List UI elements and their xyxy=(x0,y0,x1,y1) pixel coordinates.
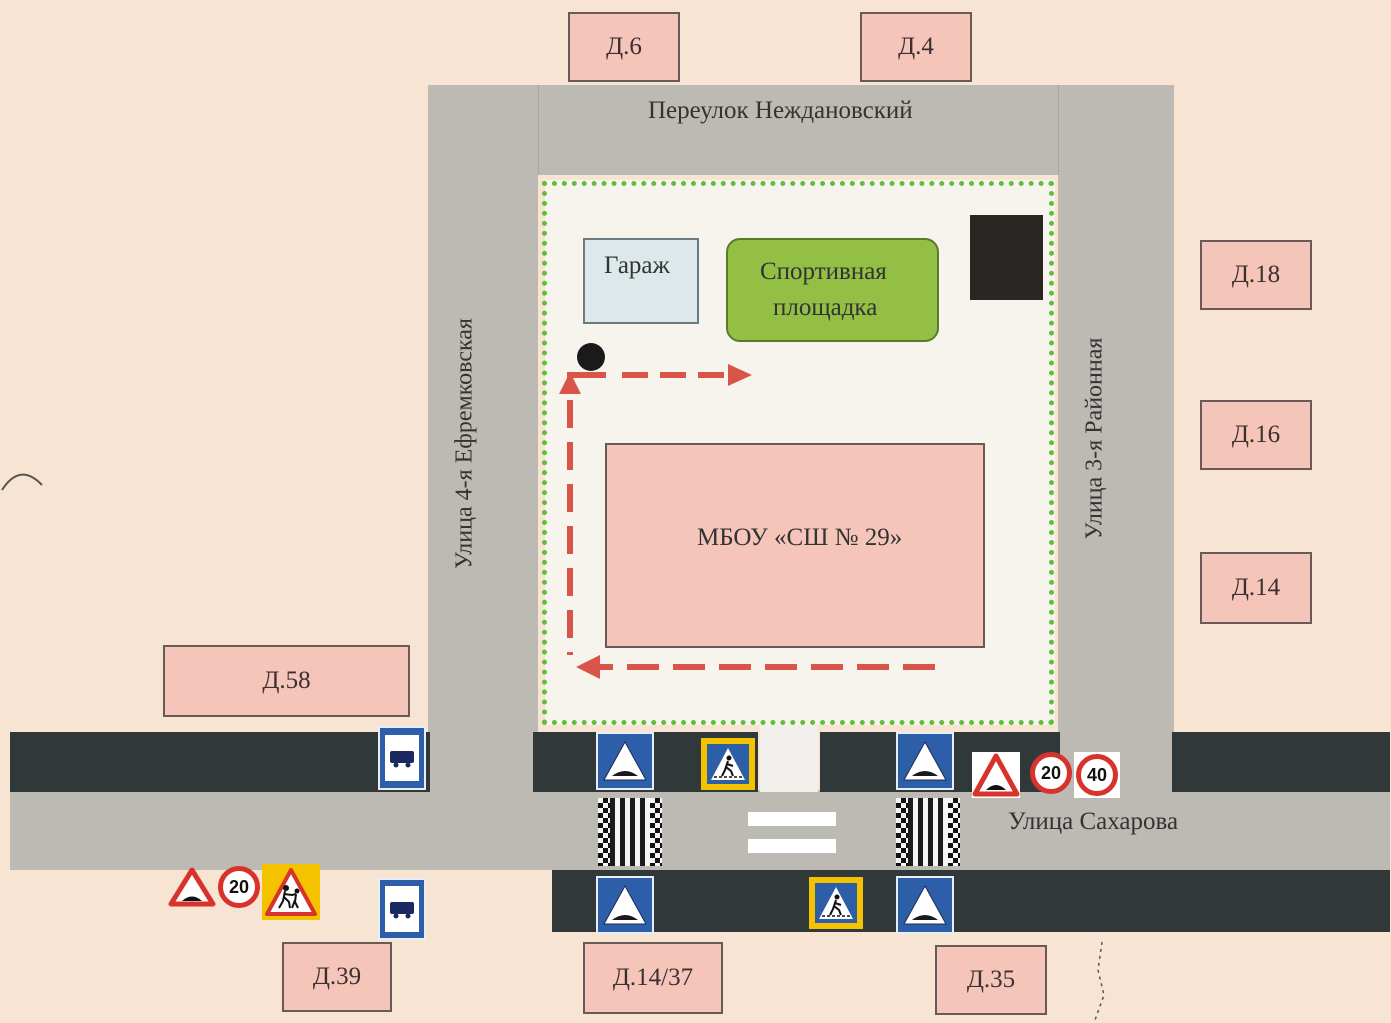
house-d4: Д.4 xyxy=(860,12,972,82)
house-d16: Д.16 xyxy=(1200,400,1312,470)
street-label-right: Улица 3-я Районная xyxy=(1081,337,1108,540)
crosswalk-left-edge-a xyxy=(598,798,610,866)
dark-lane-upper-left xyxy=(10,732,430,792)
speed-bump-sign-icon xyxy=(596,732,654,790)
route-arrow-right-icon xyxy=(728,364,752,386)
crosswalk-right-edge-b xyxy=(948,798,960,866)
bump-warning-triangle-icon xyxy=(168,867,216,907)
school-zebra-crossing xyxy=(748,812,836,866)
house-d18: Д.18 xyxy=(1200,240,1312,310)
crosswalk-right xyxy=(908,798,948,866)
road-edge-line xyxy=(538,85,539,175)
children-warning-sign-icon xyxy=(262,864,320,920)
house-d1437: Д.14/37 xyxy=(583,942,723,1014)
scan-artifact xyxy=(1094,941,1105,1021)
speed-limit-40-sign: 40 xyxy=(1076,754,1118,796)
street-label-left: Улица 4-я Ефремковская xyxy=(451,318,478,569)
house-d39: Д.39 xyxy=(282,942,392,1012)
garage-building xyxy=(583,238,699,324)
speed-limit-20-sign: 20 xyxy=(218,866,260,908)
crosswalk-right-edge-a xyxy=(896,798,908,866)
house-d58: Д.58 xyxy=(163,645,410,717)
route-point-icon xyxy=(577,343,605,371)
page-edge-mark xyxy=(1,473,43,491)
dark-structure xyxy=(970,215,1043,300)
speed-bump-sign-icon xyxy=(896,732,954,790)
crosswalk-left-edge-b xyxy=(650,798,662,866)
road-rayonnaya-street xyxy=(1058,85,1174,795)
sports-ground-label-1: Спортивная xyxy=(760,258,887,285)
street-label-top: Переулок Неждановский xyxy=(648,97,913,124)
speed-bump-sign-icon xyxy=(596,876,654,934)
speed-bump-sign-icon xyxy=(896,876,954,934)
road-efremkovskaya-street xyxy=(428,85,538,795)
bump-warning-triangle-icon xyxy=(972,753,1020,797)
house-d35: Д.35 xyxy=(935,945,1047,1015)
road-sakharova-street xyxy=(10,790,1390,870)
school-label: МБОУ «СШ № 29» xyxy=(697,524,903,551)
speed-limit-20-sign: 20 xyxy=(1030,752,1072,794)
route-arrow-left-icon xyxy=(576,655,600,679)
house-d14: Д.14 xyxy=(1200,552,1312,624)
route-arrows xyxy=(559,343,935,679)
sports-ground xyxy=(726,238,939,342)
garage-label: Гараж xyxy=(604,252,670,279)
territory-fence xyxy=(542,181,1054,725)
dark-lane-lower xyxy=(552,870,1390,932)
road-neždanovsky-lane xyxy=(428,85,1174,175)
bus-stop-sign-icon xyxy=(378,878,426,940)
bus-stop-sign-icon xyxy=(378,726,426,790)
crosswalk-left xyxy=(610,798,650,866)
sports-ground-label-2: площадка xyxy=(773,294,878,321)
road-edge-line xyxy=(1058,85,1059,175)
crosswalk-sign-icon xyxy=(701,738,755,790)
street-label-bottom: Улица Сахарова xyxy=(1008,808,1179,835)
house-d6: Д.6 xyxy=(568,12,680,82)
dark-lane-upper-right xyxy=(1172,732,1390,792)
crosswalk-sign-icon xyxy=(809,877,863,929)
school-building xyxy=(605,443,985,648)
